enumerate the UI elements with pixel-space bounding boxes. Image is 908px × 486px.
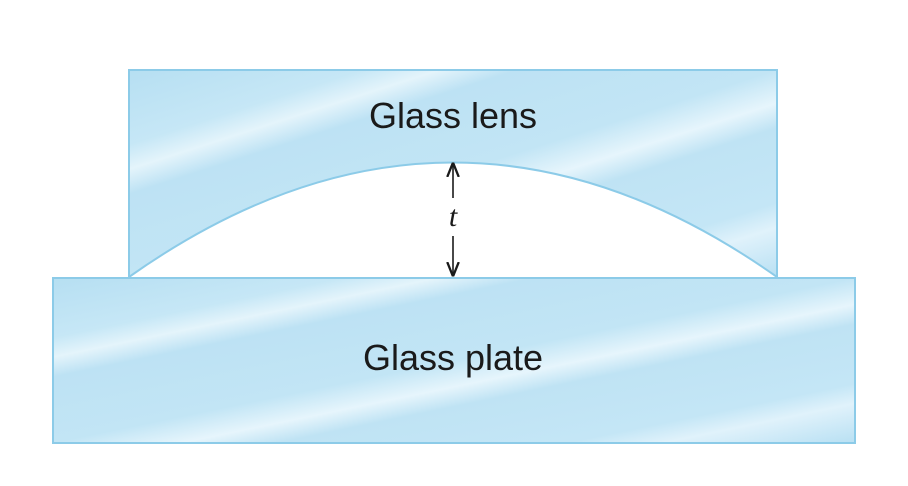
glass-plate [52, 277, 856, 444]
lens-label: Glass lens [369, 95, 537, 136]
gap-thickness-label: t [449, 200, 458, 233]
plate-label: Glass plate [363, 337, 543, 378]
glass-lens [128, 69, 778, 279]
